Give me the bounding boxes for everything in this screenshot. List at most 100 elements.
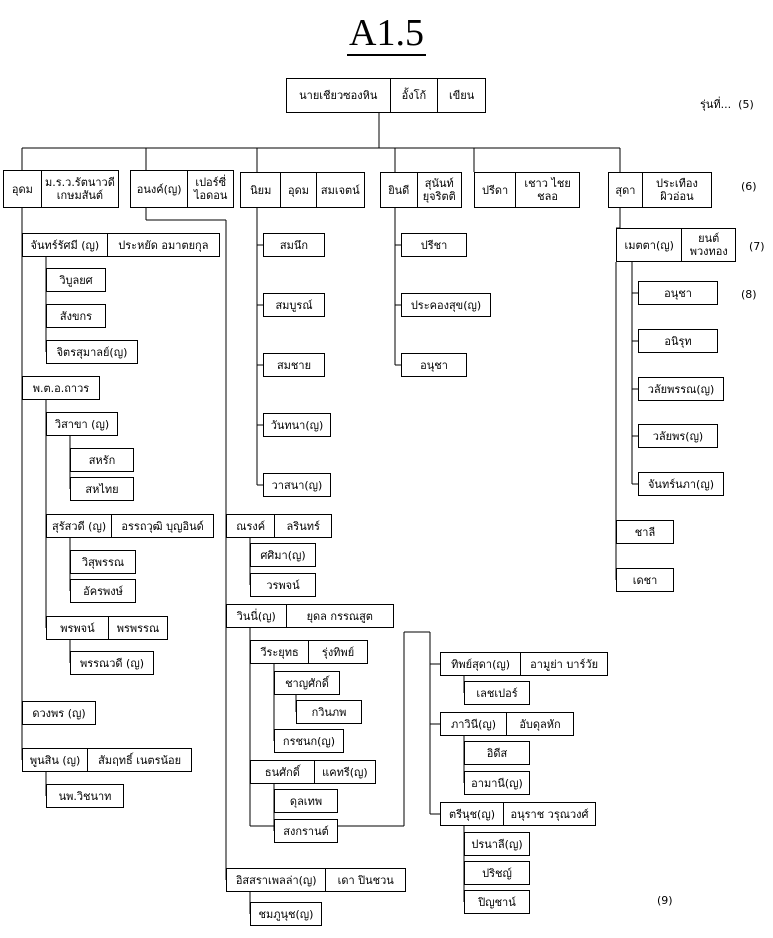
person-box-b1c1: ศศิมา(ญ) bbox=[250, 543, 316, 567]
person-box-b1: ณรงค์ ลรินทร์ bbox=[226, 514, 332, 538]
spouse-name: สุนันท์ ยุจริตติ bbox=[416, 173, 461, 207]
person-name: เลชเปอร์ bbox=[476, 686, 518, 700]
person-name: ณรงค์ bbox=[236, 519, 266, 533]
person-box-b2c1a: ชาญศักดิ์ bbox=[274, 671, 340, 695]
spouse-name: สัมฤทธิ์ เนตรน้อย bbox=[87, 749, 191, 771]
person-box-b2c5: ตรีนุช(ญ)อนุราช วรุณวงศ์ bbox=[440, 802, 596, 826]
person-name: สุดา bbox=[615, 183, 636, 197]
person-box-c2: สมบูรณ์ bbox=[263, 293, 325, 317]
person-box-e1c3: วลัยพรรณ(ญ) bbox=[638, 377, 724, 401]
spouse-name: อับดุลหัก bbox=[506, 713, 573, 735]
person-name: สมนึก bbox=[279, 238, 309, 252]
person-name: ยินดี bbox=[388, 183, 410, 197]
spouse-name: ลรินทร์ bbox=[274, 515, 331, 537]
person-box-a2c1a: สหรัก bbox=[70, 448, 134, 472]
person-name: เมตตา(ญ) bbox=[624, 238, 674, 252]
person-box-b3c1: ชมภูนุช(ญ) bbox=[250, 902, 322, 926]
person-box-c3: สมชาย bbox=[263, 353, 325, 377]
person-box-b2c3a: เลชเปอร์ bbox=[464, 681, 530, 705]
person-name: ปรีชา bbox=[420, 238, 448, 252]
person-box-d3: อนุชา bbox=[401, 353, 467, 377]
spouse-name: เชาว ไชยชลอ bbox=[515, 173, 579, 207]
person-box-e1c1: อนุชา bbox=[638, 281, 718, 305]
person-name: ภาวินี(ญ) bbox=[450, 717, 497, 731]
person-box-e2: ชาลี bbox=[616, 520, 674, 544]
generation-label: (9) bbox=[657, 894, 673, 907]
person-name: ตรีนุช(ญ) bbox=[449, 807, 495, 821]
person-box-b2c4a: อิดีส bbox=[464, 741, 530, 765]
person-box-b2c5a: ปรนาลี(ญ) bbox=[464, 832, 530, 856]
person-name: สมชาย bbox=[276, 358, 312, 372]
spouse-name: เขียน bbox=[437, 79, 485, 112]
person-box-g6-5: ปรีดา เชาว ไชยชลอ bbox=[474, 172, 580, 208]
person-box-b2c5c: ปิญชาน์ bbox=[464, 890, 530, 914]
spouse-name: สมเจตน์ bbox=[315, 173, 364, 207]
person-box-b2c1a1: กวินภพ bbox=[296, 700, 362, 724]
person-name: วิสาขา (ญ) bbox=[54, 417, 110, 431]
spouse-name: เดา ปินชวน bbox=[325, 869, 405, 891]
person-name: อุดม bbox=[11, 182, 33, 196]
person-box-b2c4b: อามานี(ญ) bbox=[464, 771, 530, 795]
spouse-name: อามูย่า บาร์วัย bbox=[520, 653, 607, 675]
spouse-name: รุ่งทิพย์ bbox=[308, 641, 367, 663]
page-title: A1.5 bbox=[347, 12, 426, 56]
person-box-b2c5b: ปริชญ์ bbox=[464, 861, 530, 885]
person-name: พูนสิน (ญ) bbox=[29, 753, 81, 767]
spouse-name: อุดม bbox=[280, 173, 315, 207]
person-box-a2c3: พรพจน์ พรพรรณ bbox=[46, 616, 168, 640]
person-name: อนิรุท bbox=[664, 334, 692, 348]
person-name: วรพจน์ bbox=[266, 578, 300, 592]
person-box-g6-2: อนงค์(ญ) เปอร์ซี่ ไอดอน bbox=[130, 170, 234, 208]
person-box-b2: วินนี่(ญ)ยุดล กรรณสูต bbox=[226, 604, 394, 628]
spouse-name: ประเทือง ผิวอ่อน bbox=[641, 173, 711, 207]
person-name: กวินภพ bbox=[311, 705, 347, 719]
person-box-a2c2: สุรัสวดี (ญ)อรรถวุฒิ บุญอินด์ bbox=[46, 514, 214, 538]
person-box-a1: จันทร์รัศมี (ญ) ประหยัด อมาตยกุล bbox=[22, 233, 220, 257]
person-name: ชาลี bbox=[634, 525, 656, 539]
person-name: ปรีดา bbox=[481, 183, 509, 197]
person-name: สังขกร bbox=[59, 309, 93, 323]
person-name: อนุชา bbox=[664, 286, 692, 300]
person-box-a2c1: วิสาขา (ญ) bbox=[46, 412, 118, 436]
person-name: สงกรานต์ bbox=[283, 824, 329, 838]
person-box-d2: ประคองสุข(ญ) bbox=[401, 293, 491, 317]
person-box-e3: เดชา bbox=[616, 568, 674, 592]
spouse-name: ยนต์ พวงทอง bbox=[681, 229, 735, 261]
person-box-a1c1: วิบูลยศ bbox=[46, 268, 106, 292]
person-name: จันทร์รัศมี (ญ) bbox=[30, 238, 100, 252]
person-box-a2: พ.ต.อ.ถาวร bbox=[22, 376, 100, 400]
person-name: อิดีส bbox=[486, 746, 508, 760]
person-box-b2c3: ทิพย์สุดา(ญ) อามูย่า บาร์วัย bbox=[440, 652, 608, 676]
person-box-d1: ปรีชา bbox=[401, 233, 467, 257]
person-box-b2c4: ภาวินี(ญ) อับดุลหัก bbox=[440, 712, 574, 736]
person-name: นายเชียวซองหิน bbox=[299, 89, 378, 102]
person-name: ดุลเทพ bbox=[289, 794, 323, 808]
person-box-e1c5: จันทร์นภา(ญ) bbox=[638, 472, 724, 496]
person-box-a2c2a: วิสุพรรณ bbox=[70, 550, 136, 574]
person-box-a3: ดวงพร (ญ) bbox=[22, 701, 96, 725]
person-name: วลัยพร(ญ) bbox=[652, 429, 704, 443]
person-name: พรพจน์ bbox=[60, 621, 95, 635]
spouse-name: อั้งโก้ bbox=[389, 79, 438, 112]
spouse-name: ประหยัด อมาตยกุล bbox=[106, 234, 219, 256]
person-name: ชมภูนุช(ญ) bbox=[258, 907, 314, 921]
person-name: อิสสราเพลล่า(ญ) bbox=[235, 873, 317, 887]
person-box-a2c2b: อัครพงษ์ bbox=[70, 579, 136, 603]
spouse-name: อรรถวุฒิ บุญอินด์ bbox=[111, 515, 213, 537]
person-box-root: นายเชียวซองหิน อั้งโก้เขียน bbox=[286, 78, 486, 113]
spouse-name: เปอร์ซี่ ไอดอน bbox=[187, 171, 233, 207]
person-name: อนงค์(ญ) bbox=[136, 182, 182, 196]
person-name: วีระยุทธ bbox=[260, 645, 299, 659]
person-name: พ.ต.อ.ถาวร bbox=[32, 381, 90, 395]
person-name: อามานี(ญ) bbox=[471, 776, 523, 790]
person-name: ทิพย์สุดา(ญ) bbox=[451, 657, 511, 671]
spouse-name: พรพรรณ bbox=[107, 617, 167, 639]
person-box-a4: พูนสิน (ญ) สัมฤทธิ์ เนตรน้อย bbox=[22, 748, 192, 772]
person-name: อนุชา bbox=[420, 358, 448, 372]
person-box-b2c2a: ดุลเทพ bbox=[274, 789, 338, 813]
person-box-g6-1: อุดมม.ร.ว.รัตนาวดี เกษมสันต์ bbox=[3, 170, 119, 208]
person-box-e1c2: อนิรุท bbox=[638, 329, 718, 353]
person-name: กรชนก(ญ) bbox=[282, 734, 336, 748]
person-name: ประคองสุข(ญ) bbox=[410, 298, 482, 312]
person-name: วิบูลยศ bbox=[59, 273, 93, 287]
